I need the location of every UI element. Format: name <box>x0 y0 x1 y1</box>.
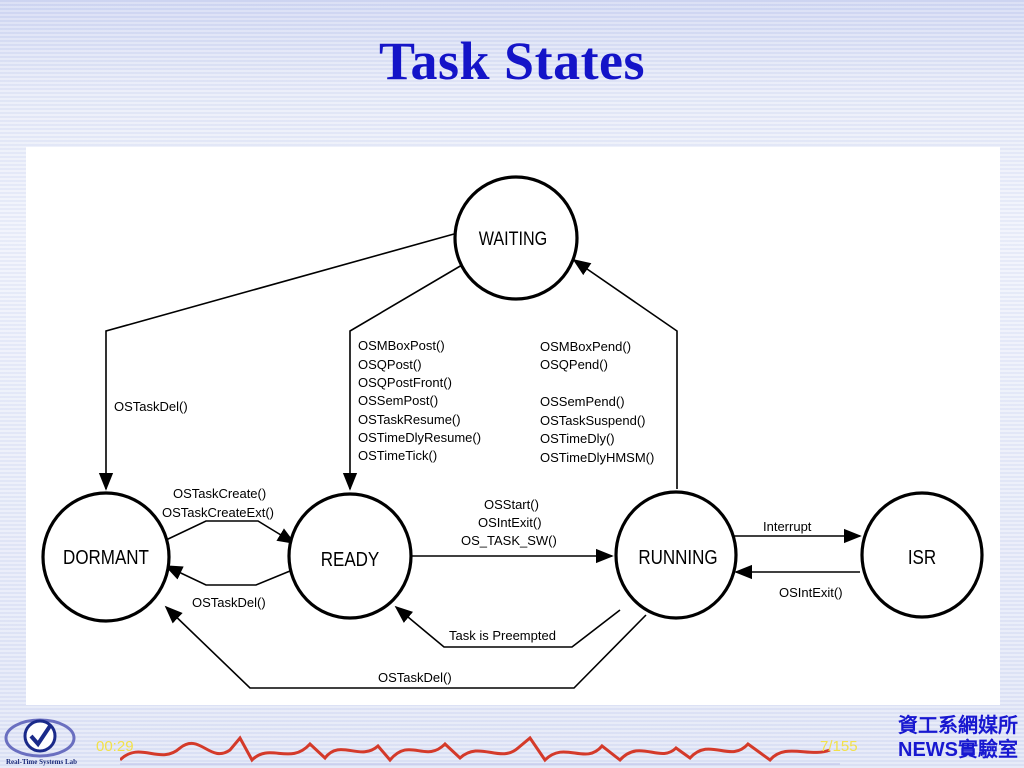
label-waiting-ready-2: OSQPostFront() <box>358 375 452 390</box>
label-running-isr: Interrupt <box>763 519 812 534</box>
label-dormant-ready-1: OSTaskCreateExt() <box>162 505 274 520</box>
label-running-dormant: OSTaskDel() <box>378 670 452 685</box>
label-running-waiting-4: OSTaskSuspend() <box>540 413 646 428</box>
footer-dept-line1: 資工系網媒所 <box>898 715 1018 737</box>
state-diagram-svg: WAITING DORMANT READY RUNNING ISR OSTask… <box>41 175 984 689</box>
state-dormant-label: DORMANT <box>63 546 149 569</box>
edge-ready-dormant <box>164 565 291 586</box>
label-ready-running-2: OS_TASK_SW() <box>461 533 557 548</box>
label-ready-running-1: OSIntExit() <box>478 515 542 530</box>
state-diagram: WAITING DORMANT READY RUNNING ISR OSTask… <box>26 147 1000 705</box>
state-isr: ISR <box>860 491 984 619</box>
edge-waiting-ready <box>342 264 463 491</box>
label-waiting-ready-1: OSQPost() <box>358 357 422 372</box>
footer: Real-Time Systems Lab 00:29 7/155 資工系網媒所… <box>0 712 1024 768</box>
label-isr-running: OSIntExit() <box>779 585 843 600</box>
label-waiting-ready-6: OSTimeTick() <box>358 448 437 463</box>
label-ready-running-0: OSStart() <box>484 497 539 512</box>
label-running-ready: Task is Preempted <box>449 628 556 643</box>
label-running-waiting-6: OSTimeDlyHMSM() <box>540 450 654 465</box>
footer-time: 00:29 <box>96 738 134 755</box>
state-waiting: WAITING <box>453 175 579 301</box>
edge-dormant-ready <box>165 520 296 544</box>
edge-running-ready <box>394 605 621 648</box>
state-waiting-label: WAITING <box>479 228 547 250</box>
state-ready-label: READY <box>321 548 380 571</box>
lab-logo: Real-Time Systems Lab <box>4 714 84 766</box>
page-title: Task States <box>378 31 646 91</box>
lab-logo-icon <box>4 718 76 758</box>
edge-running-waiting <box>572 258 678 489</box>
footer-decoration <box>120 735 840 765</box>
label-waiting-ready-4: OSTaskResume() <box>358 412 461 427</box>
edge-running-dormant <box>164 605 647 689</box>
state-dormant: DORMANT <box>41 491 171 623</box>
label-waiting-ready-0: OSMBoxPost() <box>358 338 445 353</box>
edge-waiting-dormant <box>98 233 455 491</box>
label-waiting-ready-5: OSTimeDlyResume() <box>358 430 481 445</box>
state-ready: READY <box>287 492 413 620</box>
label-waiting-ready-3: OSSemPost() <box>358 393 438 408</box>
label-running-waiting-5: OSTimeDly() <box>540 431 615 446</box>
state-running: RUNNING <box>614 490 738 620</box>
label-ready-dormant: OSTaskDel() <box>192 595 266 610</box>
label-running-waiting-1: OSQPend() <box>540 357 608 372</box>
label-running-waiting-0: OSMBoxPend() <box>540 339 631 354</box>
footer-department: 資工系網媒所 NEWS實驗室 <box>898 714 1018 762</box>
state-isr-label: ISR <box>908 546 936 569</box>
state-running-label: RUNNING <box>638 546 717 569</box>
footer-dept-line2: NEWS實驗室 <box>898 739 1018 761</box>
label-running-waiting-3: OSSemPend() <box>540 394 625 409</box>
label-dormant-ready-0: OSTaskCreate() <box>173 486 266 501</box>
lab-logo-text: Real-Time Systems Lab <box>6 758 78 766</box>
label-waiting-dormant: OSTaskDel() <box>114 399 188 414</box>
footer-page-number: 7/155 <box>820 738 858 755</box>
